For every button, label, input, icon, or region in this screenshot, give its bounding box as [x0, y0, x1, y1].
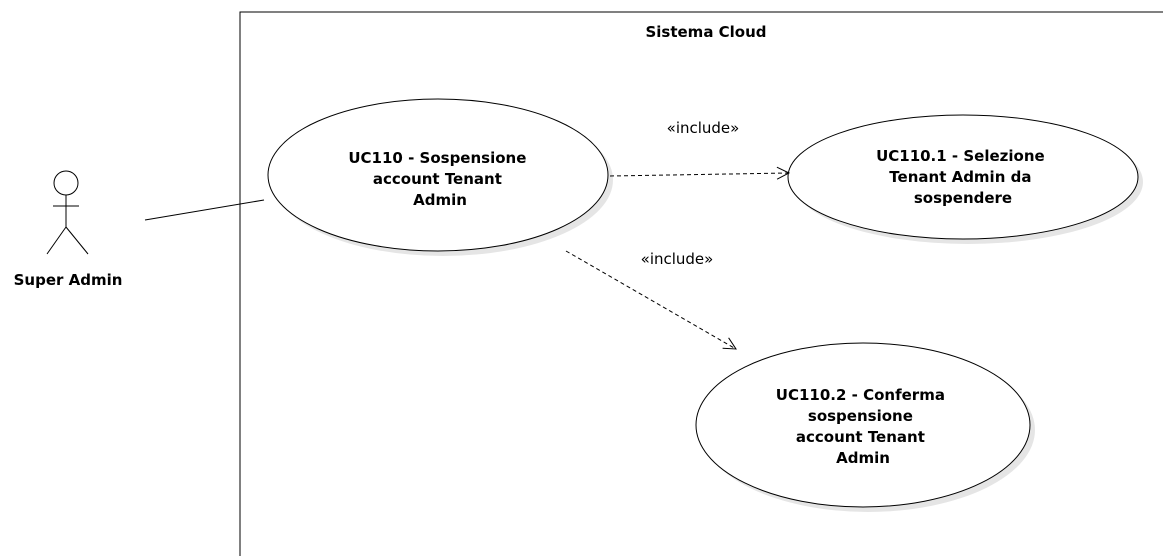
system-title: Sistema Cloud: [645, 23, 766, 41]
use-case-label: UC110 - Sospensione account Tenant Admin: [348, 149, 531, 209]
uc110-2-line-4: Admin: [836, 449, 890, 467]
include-label-2: «include»: [641, 250, 714, 268]
uc110-1-line-3: sospendere: [914, 189, 1012, 207]
uc110-2-line-1: UC110.2 - Conferma: [776, 386, 945, 404]
actor-head: [53, 170, 79, 196]
system-boundary: [239, 11, 1163, 556]
use-case-uc110-1[interactable]: UC110.1 - Selezione Tenant Admin da sosp…: [787, 114, 1143, 244]
actor-super-admin: Super Admin: [14, 170, 123, 289]
use-case-label: UC110.1 - Selezione Tenant Admin da sosp…: [876, 147, 1050, 207]
uc110-2-line-2: sospensione: [808, 407, 913, 425]
uc110-line-2: account Tenant: [373, 170, 502, 188]
actor-leg-right: [65, 226, 89, 255]
uc110-1-line-1: UC110.1 - Selezione: [876, 147, 1045, 165]
uc110-2-line-3: account Tenant: [796, 428, 925, 446]
use-case-ellipse: [695, 342, 1031, 508]
use-case-uc110[interactable]: UC110 - Sospensione account Tenant Admin: [267, 98, 613, 256]
actor-name: Super Admin: [14, 271, 123, 289]
include-label-1: «include»: [667, 119, 740, 137]
uc110-1-line-2: Tenant Admin da: [889, 168, 1031, 186]
uc110-line-1: UC110 - Sospensione: [348, 149, 526, 167]
uc110-line-3: Admin: [413, 191, 467, 209]
use-case-label: UC110.2 - Conferma sospensione account T…: [776, 386, 950, 467]
association-line: [144, 199, 265, 221]
include-arrow-2: [565, 250, 736, 349]
include-arrow-1: [609, 173, 789, 176]
use-case-ellipse: [267, 98, 609, 252]
use-case-uc110-2[interactable]: UC110.2 - Conferma sospensione account T…: [695, 342, 1035, 512]
actor-leg-left: [46, 226, 67, 255]
